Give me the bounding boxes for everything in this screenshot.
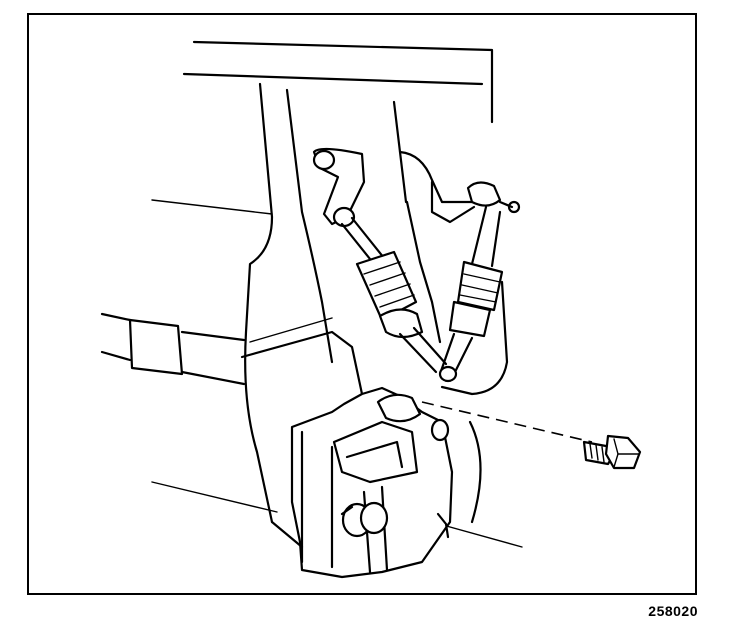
bell-crank-lever xyxy=(312,147,366,228)
left-spring-rod xyxy=(340,216,448,374)
striker-bolt xyxy=(340,501,389,538)
figure-id-label: 258020 xyxy=(648,603,698,619)
handle-rod xyxy=(100,312,246,386)
illustration-frame xyxy=(27,13,697,595)
right-spring-rod xyxy=(438,181,521,383)
latch-plate xyxy=(270,386,454,579)
door-frame xyxy=(240,82,408,524)
latch-housing xyxy=(398,150,509,524)
latch-assembly-drawing xyxy=(100,40,642,579)
exploded-screw xyxy=(421,401,642,470)
upper-panel xyxy=(151,40,523,548)
